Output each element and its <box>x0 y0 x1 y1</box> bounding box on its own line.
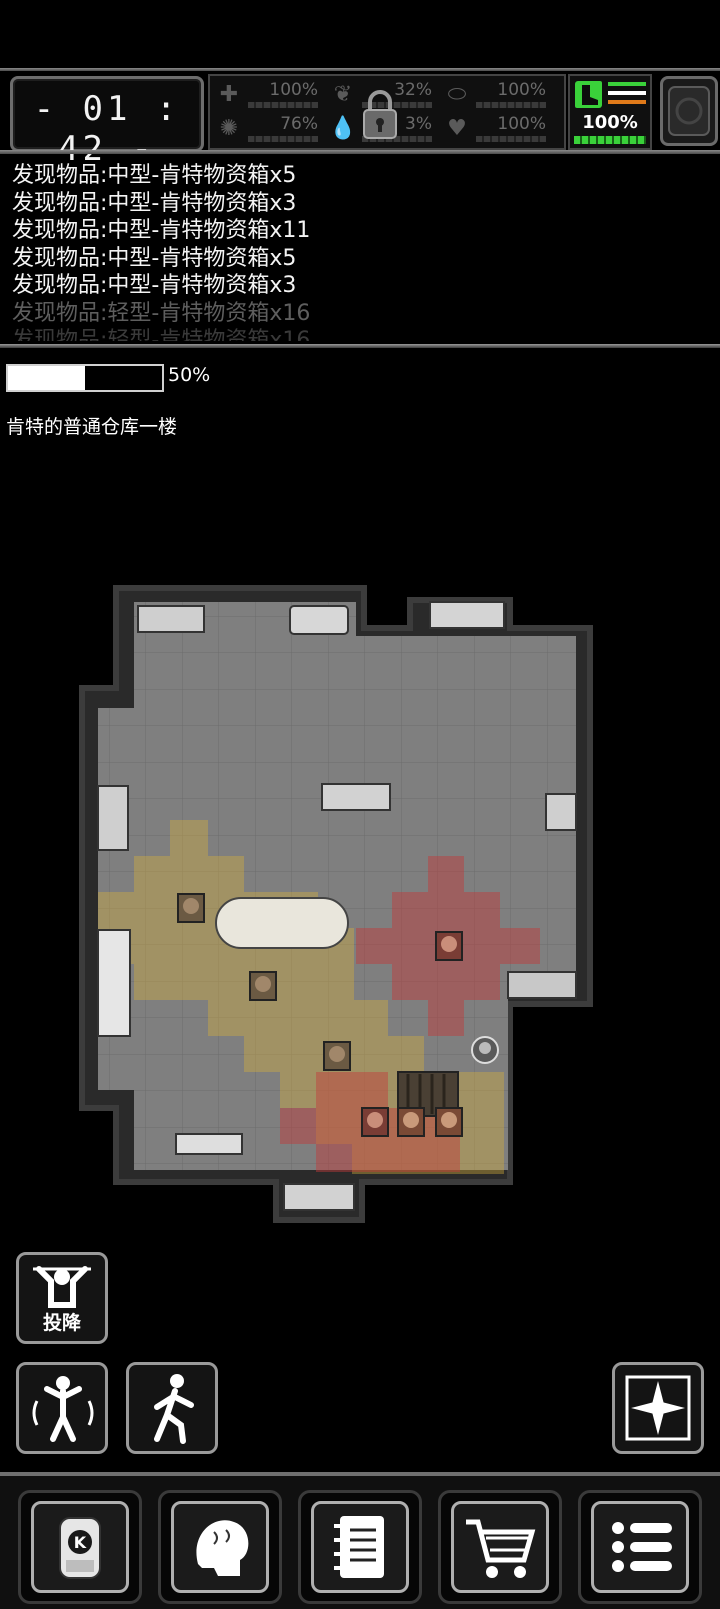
enemy-token[interactable] <box>435 1107 463 1137</box>
enemy-token[interactable] <box>435 931 463 961</box>
log-item: 发现物品:中型-肯特物资箱x3 <box>12 190 297 216</box>
player-token[interactable] <box>471 1036 499 1064</box>
menu-list-icon <box>612 1522 672 1572</box>
journal-button[interactable] <box>298 1490 422 1604</box>
noise-stance-button[interactable] <box>16 1362 108 1454</box>
water-drop-icon: 💧 <box>329 116 357 141</box>
progress-label: 50% <box>168 364 211 386</box>
enemy-token[interactable] <box>361 1107 389 1137</box>
boot-icon <box>575 81 602 108</box>
recenter-camera-button[interactable] <box>612 1362 704 1454</box>
shelf-top-left[interactable] <box>137 605 205 633</box>
counter-left[interactable] <box>97 929 131 1037</box>
stat-water: 💧 3% <box>329 114 432 142</box>
timer: - 01 : 42 - <box>33 89 181 169</box>
compass-icon <box>625 1375 691 1441</box>
log-item: 发现物品:轻型-肯特物资箱x16 <box>12 300 311 326</box>
room-floor <box>98 602 576 1170</box>
surrender-button[interactable]: 投降 <box>16 1252 108 1344</box>
enemy-token[interactable] <box>323 1041 351 1071</box>
log-item: 发现物品:中型-肯特物资箱x5 <box>12 245 297 271</box>
log-item: 发现物品:中型-肯特物资箱x5 <box>12 163 297 188</box>
main-menu-button[interactable] <box>578 1490 702 1604</box>
desk-center[interactable] <box>321 783 391 811</box>
brain-icon <box>196 1520 249 1576</box>
table-bottom[interactable] <box>175 1133 243 1155</box>
svg-text:K: K <box>74 1533 87 1552</box>
stat-mood: ♥ 100% <box>440 114 550 144</box>
hud-bar: - 01 : 42 - ✚ 100% ❦ 32% ⬭ 100% ✺ 76% 💧 … <box>0 68 720 169</box>
backpack-icon: K <box>59 1517 101 1579</box>
stamina-panel: 100% <box>568 74 652 150</box>
brain-icon: ✺ <box>219 116 239 141</box>
surrender-label: 投降 <box>42 1312 81 1334</box>
settings-icon <box>668 86 710 136</box>
shout-stance-icon <box>32 1376 94 1442</box>
walk-icon <box>154 1374 194 1444</box>
heart-icon: ♥ <box>447 116 467 141</box>
stamina-value: 100% <box>582 112 638 133</box>
stat-sanity: ✺ 76% <box>212 114 322 144</box>
shop-cart-icon <box>466 1519 536 1578</box>
bench-right[interactable] <box>507 971 577 999</box>
cabinet-top-right[interactable] <box>429 601 505 629</box>
message-log: 发现物品:中型-肯特物资箱x5 发现物品:中型-肯特物资箱x3 发现物品:中型-… <box>12 162 712 341</box>
log-item: 发现物品:中型-肯特物资箱x11 <box>12 218 311 243</box>
hud-top-border <box>0 68 720 71</box>
location-name: 肯特的普通仓库一楼 <box>6 416 178 438</box>
journal-icon <box>334 1516 384 1578</box>
enemy-token[interactable] <box>177 893 205 923</box>
timer-panel: - 01 : 42 - <box>10 76 204 169</box>
stat-health: ✚ 100% <box>212 80 322 110</box>
chair-right[interactable] <box>545 793 577 831</box>
shop-button[interactable] <box>438 1490 562 1604</box>
status-lines <box>608 82 646 109</box>
backpack-button[interactable]: K <box>18 1490 142 1604</box>
surrender-icon <box>33 1266 91 1308</box>
enemy-token[interactable] <box>249 971 277 1001</box>
workbench-left[interactable] <box>97 785 129 851</box>
progress-fill <box>8 366 85 390</box>
settings-button[interactable] <box>660 76 718 146</box>
pill-icon: ⬭ <box>447 82 467 107</box>
stomach-icon: ❦ <box>333 82 353 107</box>
medkit-icon: ✚ <box>219 82 239 107</box>
survival-stats: ✚ 100% ❦ 32% ⬭ 100% ✺ 76% 💧 3% ♥ 100% <box>208 74 566 150</box>
stat-pills: ⬭ 100% <box>440 80 550 110</box>
sofa-top[interactable] <box>289 605 349 635</box>
log-separator <box>0 344 720 348</box>
skills-button[interactable] <box>158 1490 282 1604</box>
log-item: 发现物品:中型-肯特物资箱x3 <box>12 273 297 298</box>
hud-bottom-border <box>0 150 720 154</box>
walk-button[interactable] <box>126 1362 218 1454</box>
lock-icon <box>363 90 397 139</box>
enemy-token[interactable] <box>397 1107 425 1137</box>
stat-food: ❦ 32% <box>326 80 436 110</box>
tank[interactable] <box>215 897 349 949</box>
danger-zone-yellow <box>98 820 504 1174</box>
log-item: 发现物品:轻型-肯特物资箱x16 <box>12 328 311 341</box>
exit-door[interactable] <box>283 1183 355 1211</box>
game-map[interactable] <box>0 580 720 1250</box>
search-progress-bar <box>6 364 164 392</box>
